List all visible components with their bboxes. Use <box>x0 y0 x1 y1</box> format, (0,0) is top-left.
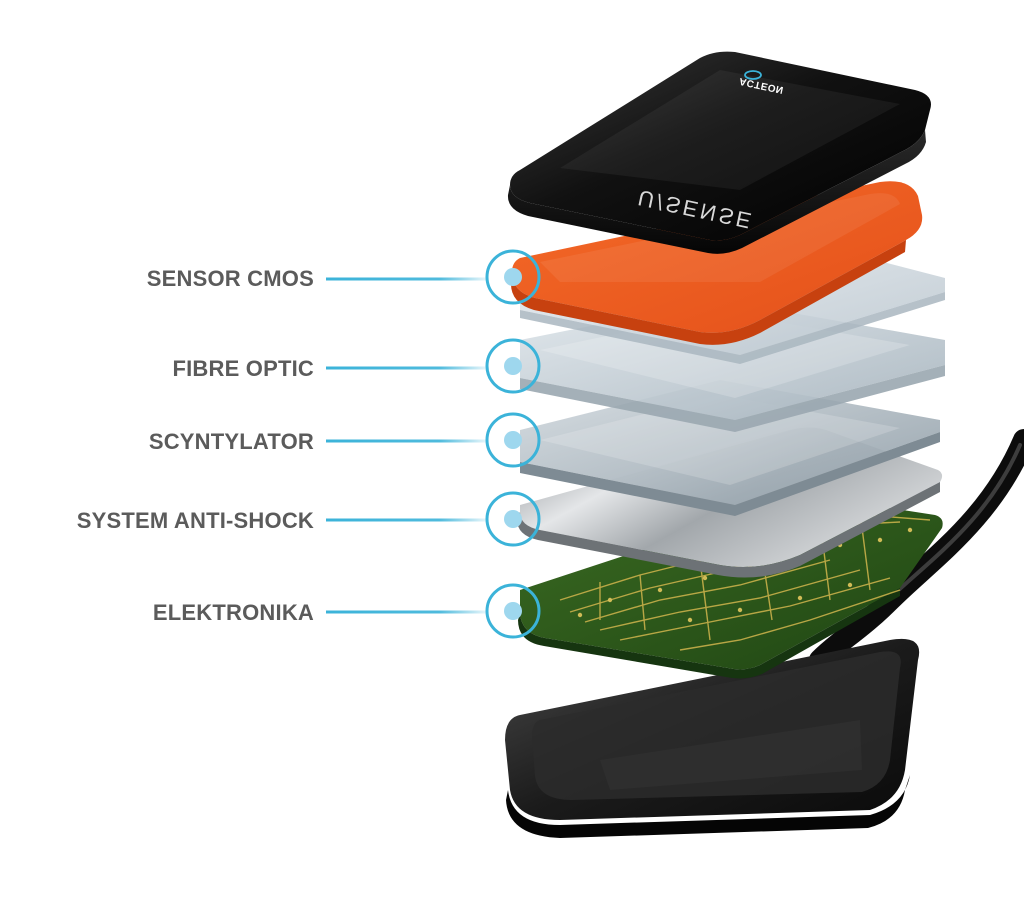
callout-leader-system-anti-shock <box>326 518 488 522</box>
callout-scyntylator: SCYNTYLATOR <box>149 412 541 468</box>
top-cover: U/SENSE ACTEON <box>507 51 931 254</box>
callout-elektronika: ELEKTRONIKA <box>153 583 541 639</box>
callout-leader-scyntylator <box>326 439 488 443</box>
callouts: SENSOR CMOS FIBRE OPTIC SCYNTYLATOR SYST… <box>77 249 541 639</box>
callout-label-fibre-optic: FIBRE OPTIC <box>172 356 314 381</box>
sensor-cable <box>809 429 1024 671</box>
brand-swoosh-icon <box>744 70 762 80</box>
callout-target-ring-system-anti-shock <box>485 491 541 547</box>
callout-target-dot-fibre-optic <box>504 357 522 375</box>
callout-leader-fibre-optic <box>326 366 488 370</box>
scintillator-layer <box>520 380 940 516</box>
callout-target-dot-elektronika <box>504 602 522 620</box>
callout-target-ring-fibre-optic <box>485 338 541 394</box>
callout-target-ring-sensor-cmos <box>485 249 541 305</box>
callout-sensor-cmos: SENSOR CMOS <box>147 249 541 305</box>
callout-label-sensor-cmos: SENSOR CMOS <box>147 266 314 291</box>
callout-label-system-anti-shock: SYSTEM ANTI-SHOCK <box>77 508 314 533</box>
callout-system-anti-shock: SYSTEM ANTI-SHOCK <box>77 491 541 547</box>
callout-fibre-optic: FIBRE OPTIC <box>172 338 541 394</box>
callout-target-ring-scyntylator <box>485 412 541 468</box>
callout-target-dot-system-anti-shock <box>504 510 522 528</box>
base-casing <box>505 638 920 838</box>
callout-target-ring-elektronika <box>485 583 541 639</box>
callout-target-dot-scyntylator <box>504 431 522 449</box>
callout-leader-sensor-cmos <box>326 277 488 281</box>
callout-target-dot-sensor-cmos <box>504 268 522 286</box>
callout-label-elektronika: ELEKTRONIKA <box>153 600 314 625</box>
callout-label-scyntylator: SCYNTYLATOR <box>149 429 314 454</box>
callout-leader-elektronika <box>326 610 488 614</box>
